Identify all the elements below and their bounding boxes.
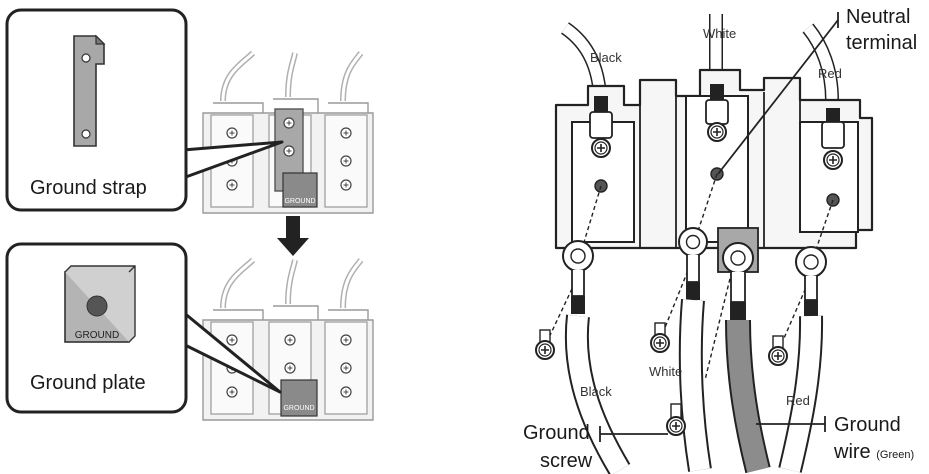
terminal-screw-white xyxy=(707,122,727,142)
wire-label-top-red: Red xyxy=(818,66,842,81)
ground-screw-label-line1: Ground xyxy=(523,422,590,444)
neutral-terminal-label-line2: terminal xyxy=(846,32,918,54)
wire-label-top-black: Black xyxy=(590,50,622,65)
leader-lines xyxy=(599,12,839,442)
wire-label-top-white: White xyxy=(703,26,737,41)
callout-ground-strap-label: Ground strap xyxy=(30,177,147,199)
callout-ground-plate-label: Ground plate xyxy=(30,372,146,394)
arrow-down-icon xyxy=(277,216,309,256)
neutral-terminal-label-line1: Neutral xyxy=(846,6,911,28)
wire-label-bottom-black: Black xyxy=(580,384,612,399)
block-tab-text-bottom: GROUND xyxy=(283,405,314,412)
ground-wire-label-line2: wire (Green) xyxy=(834,441,914,464)
ground-plate-icon: GROUND xyxy=(64,265,136,343)
terminal-screw-black xyxy=(591,138,611,158)
plate-text: GROUND xyxy=(75,330,119,341)
terminal-block-bottom: GROUND xyxy=(203,260,373,420)
terminal-block-large xyxy=(554,68,874,250)
ground-wire-color-note: (Green) xyxy=(876,449,915,461)
terminal-block-top: GROUND xyxy=(203,53,373,213)
ground-wire-label-line1: Ground xyxy=(834,414,901,436)
ground-plate-installed xyxy=(280,379,318,417)
ground-screw-icon xyxy=(666,403,686,436)
loose-screws xyxy=(535,322,788,436)
ground-screw-label-line2: screw xyxy=(540,450,593,472)
terminal-screw-red xyxy=(823,150,843,170)
bottom-wires xyxy=(564,299,824,474)
ground-wire-word: wire xyxy=(834,441,871,463)
wire-label-bottom-red: Red xyxy=(786,393,810,408)
block-tab-text-top: GROUND xyxy=(284,198,315,205)
ring-lugs xyxy=(562,227,827,320)
wire-label-bottom-white: White xyxy=(649,364,683,379)
ground-strap-icon xyxy=(73,34,106,147)
